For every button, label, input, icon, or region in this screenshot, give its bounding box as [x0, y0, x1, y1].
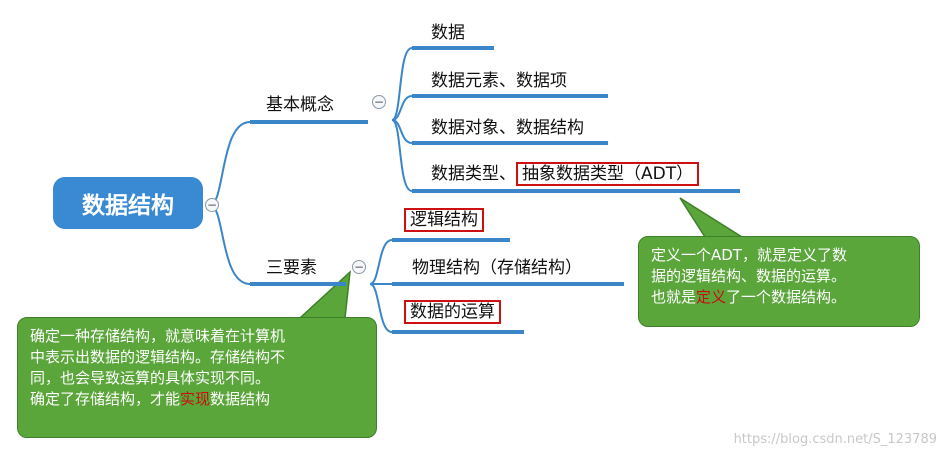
root-node[interactable]: 数据结构 — [53, 177, 203, 229]
three-collapse-icon[interactable]: − — [352, 260, 366, 274]
callout-right-red: 定义 — [696, 288, 727, 306]
leaf-data-type-underline — [412, 189, 740, 193]
leaf-physical-structure[interactable]: 物理结构（存储结构） — [412, 258, 582, 278]
link-basic-2 — [391, 95, 413, 121]
callout-left-line1: 确定一种存储结构，就意味着在计算机 — [30, 327, 286, 345]
leaf-ops-underline — [392, 330, 524, 334]
leaf-data-element[interactable]: 数据元素、数据项 — [431, 71, 567, 91]
callout-left-line4: 确定了存储结构，才能实现数据结构 — [30, 390, 271, 408]
link-three-3 — [369, 283, 393, 333]
ops-highlight: 数据的运算 — [404, 300, 501, 324]
leaf-data-object-underline — [412, 141, 608, 145]
leaf-logic-structure[interactable]: 逻辑结构 — [404, 208, 484, 232]
leaf-data-element-underline — [412, 94, 608, 98]
leaf-data-operations[interactable]: 数据的运算 — [404, 300, 501, 324]
link-basic-1 — [391, 47, 413, 121]
leaf-physical-underline — [392, 282, 624, 286]
node-basic-concept[interactable]: 基本概念 — [266, 95, 334, 115]
leaf-data-object[interactable]: 数据对象、数据结构 — [431, 118, 584, 138]
callout-right-pointer — [679, 197, 745, 238]
callout-right-line2: 据的逻辑结构、数据的运算。 — [651, 267, 847, 285]
leaf-data-type-prefix: 数据类型、 — [431, 164, 516, 184]
callout-left-red: 实现 — [180, 390, 211, 408]
link-root-basic — [209, 121, 251, 206]
logic-highlight: 逻辑结构 — [404, 208, 484, 232]
leaf-data[interactable]: 数据 — [431, 23, 465, 43]
callout-adt-note: 定义一个ADT，就是定义了数 据的逻辑结构、数据的运算。 也就是定义了一个数据结… — [638, 236, 920, 327]
node-three-underline — [250, 282, 346, 286]
root-collapse-icon[interactable]: − — [205, 198, 219, 212]
node-three-elements[interactable]: 三要素 — [266, 258, 317, 278]
link-root-three — [209, 204, 251, 285]
callout-right-line1: 定义一个ADT，就是定义了数 — [651, 246, 847, 264]
callout-left-line2: 中表示出数据的逻辑结构。存储结构不 — [30, 348, 286, 366]
basic-collapse-icon[interactable]: − — [372, 95, 386, 109]
callout-storage-note: 确定一种存储结构，就意味着在计算机 中表示出数据的逻辑结构。存储结构不 同，也会… — [17, 317, 377, 438]
watermark: https://blog.csdn.net/S_123789 — [733, 432, 937, 447]
callout-right-line3: 也就是定义了一个数据结构。 — [651, 288, 847, 306]
node-basic-underline — [250, 120, 368, 124]
link-basic-4 — [391, 119, 413, 192]
leaf-logic-underline — [392, 238, 510, 242]
leaf-data-type[interactable]: 数据类型、抽象数据类型（ADT） — [431, 162, 700, 186]
leaf-data-underline — [412, 46, 494, 50]
root-label: 数据结构 — [82, 193, 174, 219]
callout-left-line3: 同，也会导致运算的具体实现不同。 — [30, 369, 271, 387]
link-three-1 — [369, 239, 393, 285]
adt-highlight: 抽象数据类型（ADT） — [516, 162, 700, 186]
